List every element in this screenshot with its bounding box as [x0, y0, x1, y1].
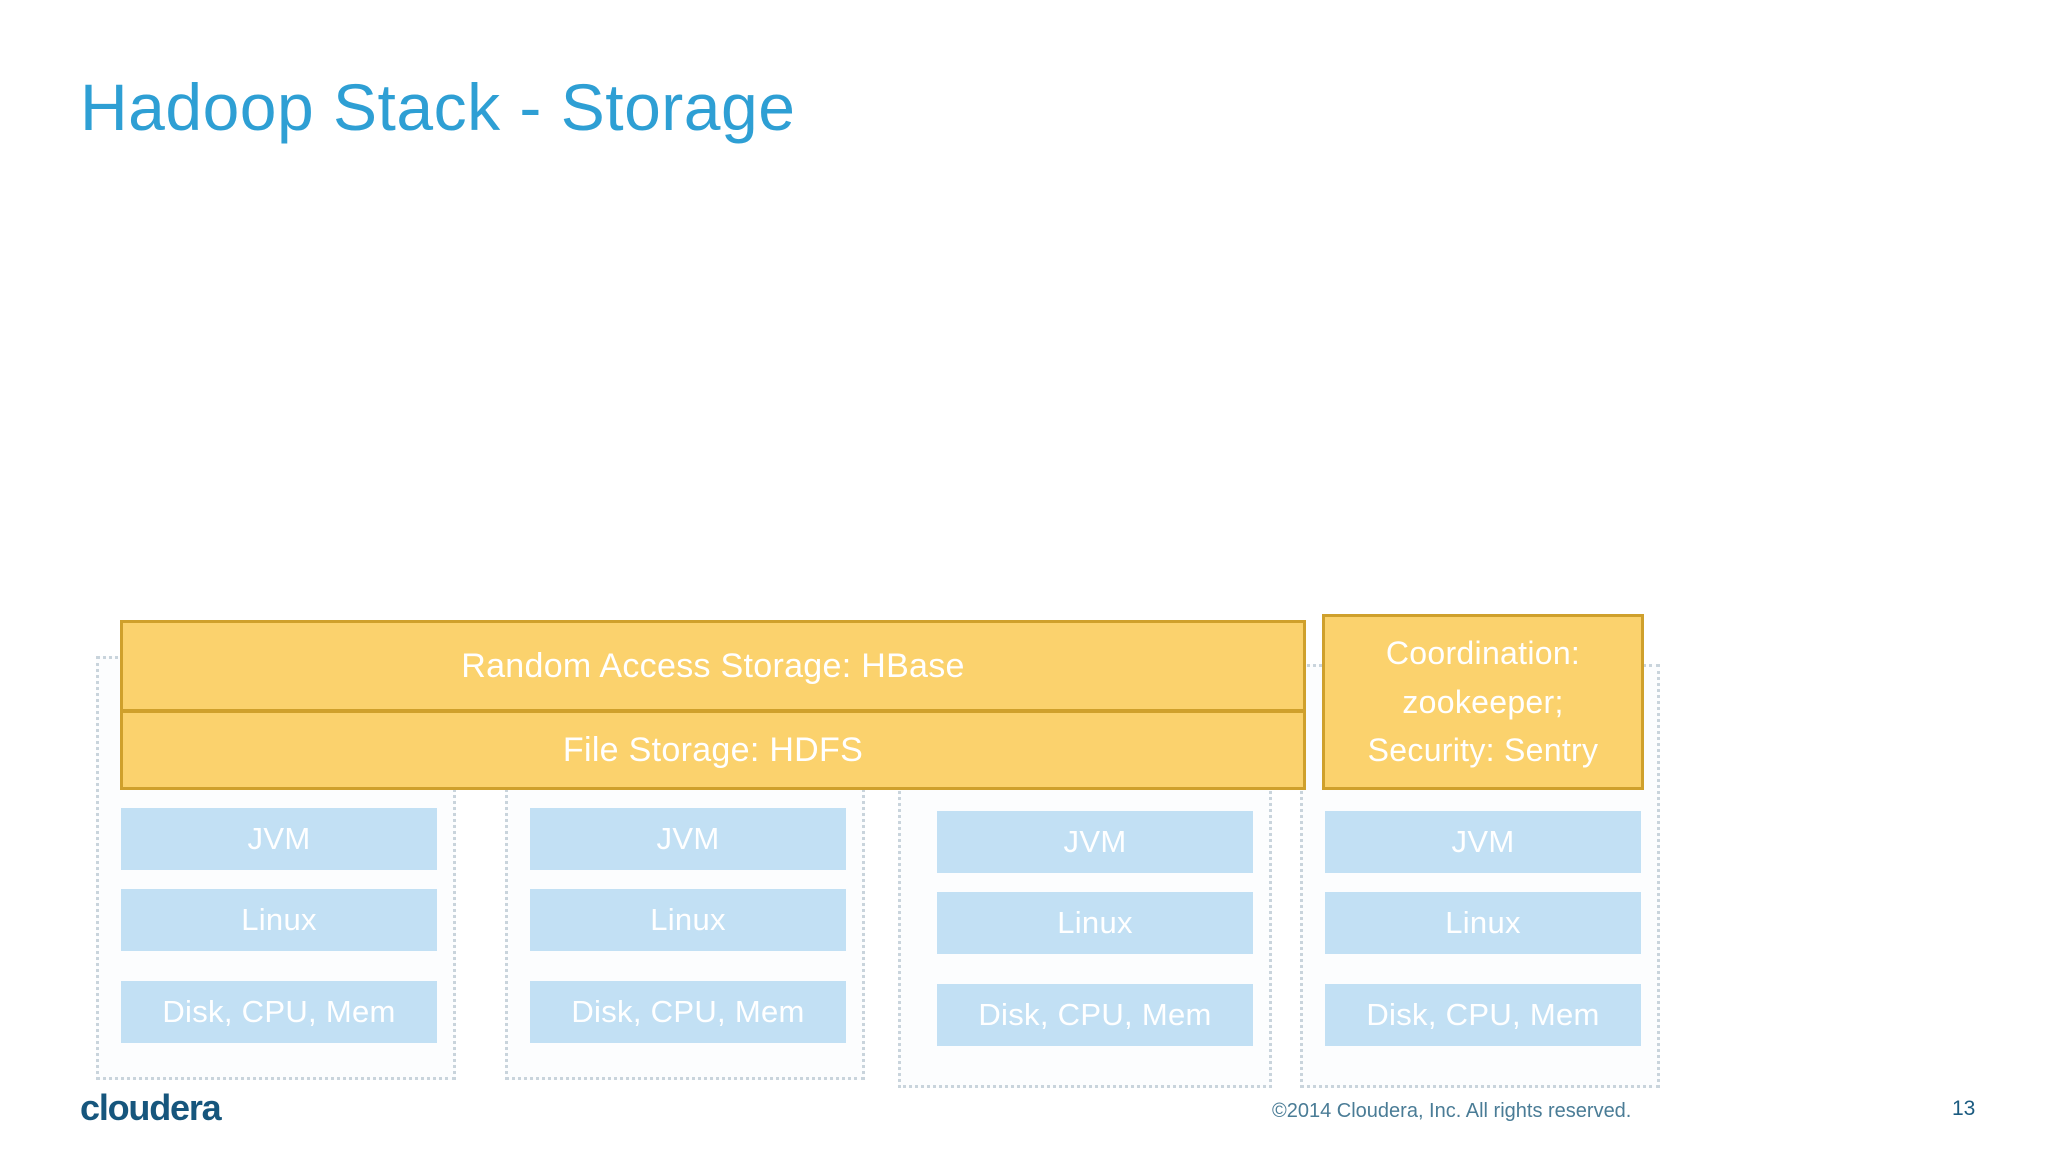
layer-label: Disk, CPU, Mem: [571, 994, 805, 1029]
layer-jvm: JVM: [121, 808, 437, 870]
layer-hardware: Disk, CPU, Mem: [937, 984, 1253, 1046]
layer-linux: Linux: [121, 889, 437, 951]
coordination-line-3: Security: Sentry: [1367, 732, 1599, 769]
file-storage-hdfs-box: File Storage: HDFS: [120, 710, 1306, 790]
copyright-notice: ©2014 Cloudera, Inc. All rights reserved…: [1272, 1100, 1632, 1122]
layer-label: JVM: [656, 821, 720, 856]
layer-linux: Linux: [530, 889, 846, 951]
layer-label: JVM: [1063, 824, 1127, 859]
layer-label: Disk, CPU, Mem: [162, 994, 396, 1029]
layer-label: Linux: [650, 902, 726, 937]
page-title: Hadoop Stack - Storage: [80, 70, 796, 144]
layer-label: Linux: [1445, 905, 1521, 940]
layer-jvm: JVM: [937, 811, 1253, 873]
layer-label: Disk, CPU, Mem: [1366, 997, 1600, 1032]
random-access-storage-hbase-box: Random Access Storage: HBase: [120, 620, 1306, 712]
layer-hardware: Disk, CPU, Mem: [530, 981, 846, 1043]
layer-linux: Linux: [1325, 892, 1641, 954]
cloudera-logo: cloudera: [80, 1087, 222, 1128]
layer-hardware: Disk, CPU, Mem: [121, 981, 437, 1043]
hbase-label: Random Access Storage: HBase: [461, 646, 965, 685]
layer-hardware: Disk, CPU, Mem: [1325, 984, 1641, 1046]
layer-label: JVM: [1451, 824, 1515, 859]
layer-jvm: JVM: [530, 808, 846, 870]
layer-label: Linux: [1057, 905, 1133, 940]
layer-linux: Linux: [937, 892, 1253, 954]
hdfs-label: File Storage: HDFS: [562, 730, 864, 769]
coordination-line-2: zookeeper;: [1402, 683, 1564, 720]
layer-label: JVM: [247, 821, 311, 856]
layer-label: Linux: [241, 902, 317, 937]
coordination-security-box: Coordination: zookeeper; Security: Sentr…: [1322, 614, 1644, 790]
layer-label: Disk, CPU, Mem: [978, 997, 1212, 1032]
coordination-line-1: Coordination:: [1385, 635, 1581, 672]
layer-jvm: JVM: [1325, 811, 1641, 873]
page-number: 13: [1952, 1097, 1976, 1120]
